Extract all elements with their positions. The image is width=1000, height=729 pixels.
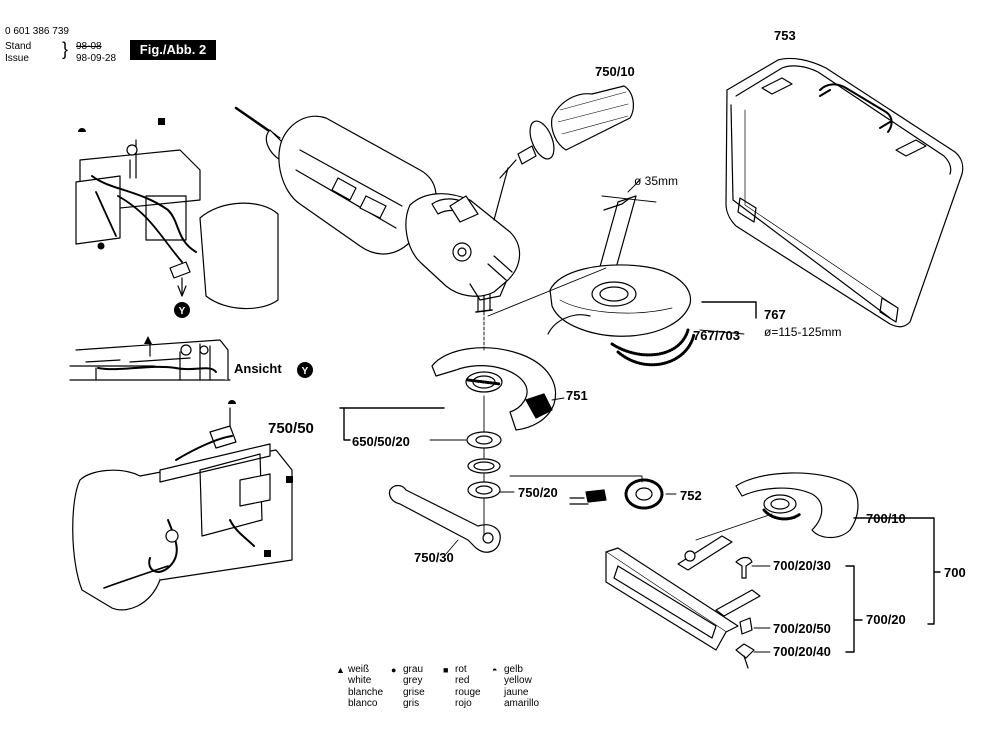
- hose-diameter-note: ø 35mm: [634, 174, 678, 188]
- half-circle-icon: ◓: [492, 665, 498, 675]
- label-751: 751: [566, 388, 588, 403]
- disc-diameter-note: ø=115-125mm: [764, 325, 841, 339]
- dust-extraction-guard: [547, 195, 696, 367]
- label-753: 753: [774, 28, 796, 43]
- label-752: 752: [680, 488, 702, 503]
- label-750-20: 750/20: [518, 485, 558, 500]
- svg-text:Y: Y: [179, 306, 186, 317]
- leader-lines: [339, 179, 941, 653]
- dimension-notes: ø 35mm ø=115-125mm: [634, 174, 841, 339]
- label-767-703: 767/703: [693, 328, 740, 343]
- grinder-body: [234, 106, 521, 313]
- label-650-50-20: 650/50/20: [352, 434, 410, 449]
- legend-white: ▲ weiß white blanche blanco: [336, 664, 384, 710]
- label-700-20-50: 700/20/50: [773, 621, 831, 636]
- circle-icon: ●: [391, 665, 397, 675]
- legend-grey: ● grau grey grise gris: [391, 664, 425, 710]
- label-750-50: 750/50: [268, 420, 314, 437]
- label-700-10: 700/10: [866, 511, 906, 526]
- red-marker-bottom-2: [264, 550, 271, 557]
- flange-stack: [466, 431, 502, 499]
- stand-label: Stand: [5, 41, 32, 52]
- guide-carriage: [605, 535, 761, 669]
- protective-guard: [431, 347, 556, 431]
- header-brace: }: [62, 39, 69, 59]
- switch-detail-top: [75, 139, 279, 310]
- label-750-10: 750/10: [595, 64, 635, 79]
- label-700: 700: [944, 565, 966, 580]
- white-marker-view: [144, 336, 152, 344]
- part-labels: 753 750/10 767 767/703 751 750/50 650/50…: [268, 28, 966, 659]
- label-767: 767: [764, 307, 786, 322]
- view-y-circle-top: [174, 302, 190, 318]
- clamping-nut: [569, 478, 664, 510]
- label-750-30: 750/30: [414, 550, 454, 565]
- side-handle: [493, 85, 634, 221]
- switch-detail-view-y: [69, 339, 231, 381]
- legend-yellow: ◓ gelb yellow jaune amarillo: [492, 664, 540, 710]
- view-label: Ansicht: [234, 361, 282, 376]
- legend-red: ■ rot red rouge rojo: [443, 664, 481, 710]
- stand-value: 98-08: [76, 41, 102, 52]
- grey-marker-top: [97, 242, 105, 250]
- cutting-guard: [735, 472, 859, 539]
- square-icon: ■: [443, 665, 449, 675]
- label-700-20: 700/20: [866, 612, 906, 627]
- label-700-20-30: 700/20/30: [773, 558, 831, 573]
- carrying-case: [725, 57, 964, 328]
- label-700-20-40: 700/20/40: [773, 644, 831, 659]
- red-marker-top: [158, 118, 165, 125]
- switch-detail-bottom: [72, 407, 293, 611]
- issue-value: 98-09-28: [76, 53, 117, 64]
- figure-tag: Fig./Abb. 2: [130, 40, 216, 60]
- two-pin-spanner: [388, 484, 501, 553]
- yellow-marker-top: [78, 128, 86, 132]
- yellow-marker-bottom: [228, 400, 236, 404]
- view-y-circle-label: [297, 362, 313, 378]
- triangle-icon: ▲: [336, 665, 345, 675]
- doc-number: 0 601 386 739: [5, 26, 69, 37]
- color-markers: [78, 118, 293, 557]
- svg-text:Y: Y: [302, 366, 309, 377]
- red-marker-bottom-1: [286, 476, 293, 483]
- view-y-markers: Y Y: [174, 302, 313, 378]
- issue-label: Issue: [5, 53, 29, 64]
